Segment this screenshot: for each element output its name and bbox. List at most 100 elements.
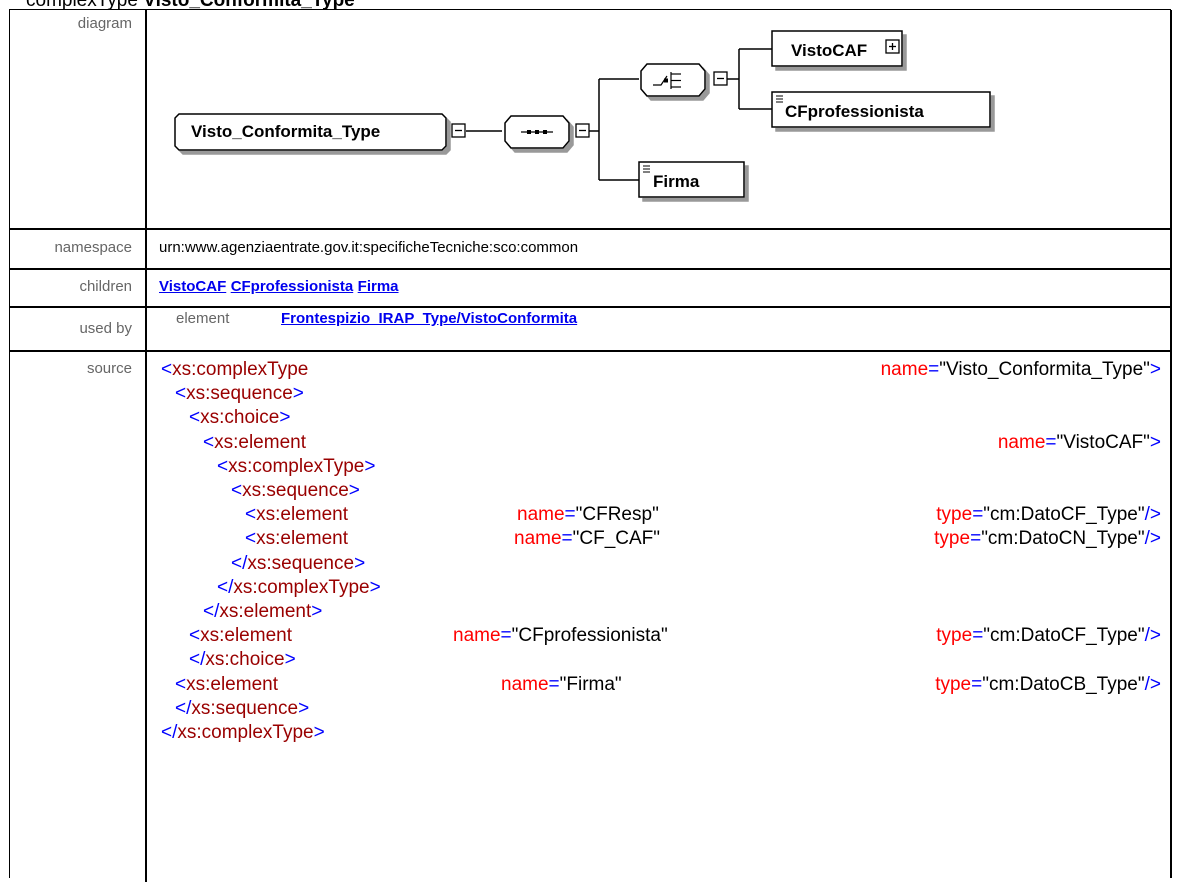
source-tag-name: xs:complexType: [177, 722, 314, 743]
source-line: </xs:complexType>: [149, 722, 1171, 744]
diagram-connectors: [466, 48, 772, 181]
source-line: <xs:sequence>: [149, 480, 1171, 502]
label-diagram: diagram: [77, 15, 132, 32]
source-tag-name: xs:sequence: [247, 552, 355, 574]
source-tag-name: xs:complexType: [228, 455, 365, 477]
source-attr-name: name: [880, 359, 929, 380]
schema-doc-table: diagram: [9, 9, 1172, 882]
diagram-cell: Visto_Conformita_Type: [149, 10, 1171, 228]
source-bracket: <: [245, 504, 257, 526]
source-bracket: >: [1149, 431, 1161, 453]
source-attr-name: type: [934, 528, 971, 550]
source-tag-name: xs:sequence: [191, 697, 299, 719]
source-attribute: name="CFResp": [517, 504, 659, 526]
source-tag-name: xs:element: [214, 431, 306, 453]
heading-type-name: Visto_Conformita_Type: [143, 0, 355, 11]
source-equals: =: [972, 504, 984, 526]
sequence-compositor-node[interactable]: [504, 115, 590, 149]
source-attribute: name="VistoCAF">: [998, 432, 1161, 454]
source-attr-value: "cm:DatoCF_Type": [983, 625, 1145, 647]
visto-caf-node[interactable]: VistoCAF: [771, 30, 903, 67]
firma-node[interactable]: Firma: [638, 161, 745, 198]
cf-professionista-node[interactable]: CFprofessionista: [771, 91, 991, 128]
source-attr-name: type: [936, 504, 973, 526]
cf-professionista-label: CFprofessionista: [785, 102, 924, 121]
child-link-cf-professionista[interactable]: CFprofessionista: [230, 278, 354, 295]
row-divider: [10, 350, 1171, 352]
row-divider: [10, 228, 1171, 230]
source-bracket: </: [161, 722, 178, 743]
source-line: </xs:sequence>: [149, 553, 1171, 575]
source-bracket: <: [175, 673, 187, 695]
namespace-value: urn:www.agenziaentrate.gov.it:specifiche…: [159, 239, 579, 256]
source-attr-name: type: [936, 625, 973, 647]
table-right-border: [1170, 10, 1172, 878]
source-bracket: />: [1144, 504, 1161, 526]
source-bracket: >: [348, 480, 360, 501]
source-attr-value: "VistoCAF": [1056, 431, 1150, 453]
source-bracket: >: [364, 455, 376, 477]
source-tag-name: xs:element: [256, 528, 348, 550]
source-bracket: </: [231, 552, 248, 574]
source-bracket: >: [292, 383, 304, 405]
source-attr-value: "cm:DatoCB_Type": [982, 673, 1145, 695]
row-children: children VistoCAF CFprofessionista Firma: [10, 270, 1171, 306]
source-tag-name: xs:sequence: [186, 383, 293, 405]
row-divider: [10, 306, 1171, 308]
source-tag-name: xs:complexType: [233, 576, 370, 598]
source-bracket: <: [203, 431, 215, 453]
source-tag-name: xs:element: [186, 673, 278, 695]
source-tag-name: xs:sequence: [242, 480, 349, 501]
source-bracket: <: [161, 359, 173, 380]
choice-compositor-node[interactable]: [640, 63, 728, 97]
source-attribute: type="cm:DatoCN_Type"/>: [934, 528, 1161, 550]
source-attr-name: name: [453, 625, 501, 647]
source-line: </xs:choice>: [149, 649, 1171, 671]
diagram-root-label: Visto_Conformita_Type: [191, 122, 380, 141]
heading-prefix: complexType: [26, 0, 138, 11]
source-attr-value: "cm:DatoCN_Type": [981, 528, 1145, 550]
source-attribute: type="cm:DatoCF_Type"/>: [936, 504, 1161, 526]
source-bracket: >: [354, 552, 366, 574]
source-bracket: >: [313, 722, 325, 743]
source-bracket: <: [189, 625, 201, 647]
source-attribute: name="CFprofessionista": [453, 625, 668, 647]
visto-caf-label: VistoCAF: [791, 41, 867, 60]
child-link-firma[interactable]: Firma: [357, 278, 399, 295]
source-bracket: >: [298, 697, 310, 719]
source-bracket: >: [1149, 359, 1161, 380]
source-line: <xs:choice>: [149, 407, 1171, 429]
source-equals: =: [561, 528, 573, 550]
source-bracket: />: [1144, 673, 1161, 695]
source-equals: =: [564, 504, 576, 526]
child-link-visto-caf[interactable]: VistoCAF: [159, 278, 227, 295]
source-equals: =: [548, 673, 560, 695]
label-source: source: [86, 360, 132, 377]
source-attr-name: type: [935, 673, 972, 695]
source-bracket: </: [203, 601, 220, 622]
source-attr-name: name: [517, 504, 565, 526]
source-line: </xs:element>: [149, 601, 1171, 623]
source-bracket: >: [369, 576, 381, 598]
source-line: <xs:complexType>: [149, 456, 1171, 478]
row-namespace: namespace urn:www.agenziaentrate.gov.it:…: [10, 230, 1171, 268]
source-bracket: >: [311, 601, 323, 622]
used-by-link[interactable]: Frontespizio_IRAP_Type/VistoConformita: [281, 310, 578, 327]
source-line: </xs:complexType>: [149, 577, 1171, 599]
source-tag-name: xs:complexType: [172, 359, 309, 380]
row-diagram: diagram: [10, 10, 1171, 228]
source-tag-name: xs:choice: [200, 407, 280, 429]
source-attr-value: "Visto_Conformita_Type": [939, 359, 1150, 380]
source-equals: =: [971, 673, 983, 695]
source-attr-name: name: [501, 673, 549, 695]
source-bracket: </: [217, 576, 234, 598]
source-attribute: name="Firma": [501, 674, 622, 696]
root-element-node[interactable]: Visto_Conformita_Type: [174, 113, 466, 151]
page-heading: complexType Visto_Conformita_Type: [26, 0, 355, 10]
source-attribute: type="cm:DatoCB_Type"/>: [935, 674, 1161, 696]
source-attr-name: name: [514, 528, 562, 550]
